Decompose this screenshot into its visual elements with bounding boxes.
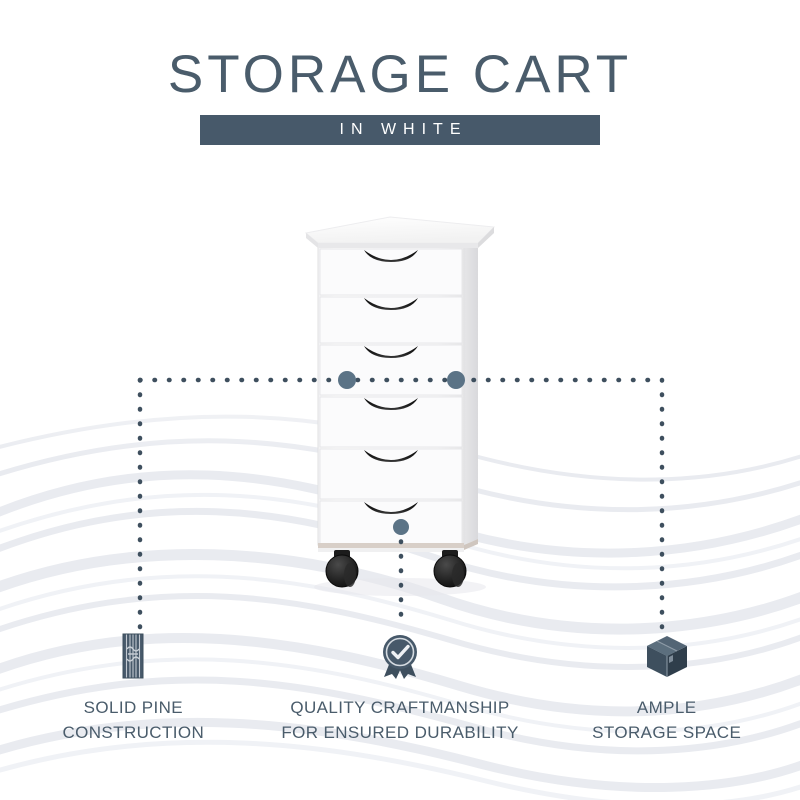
storage-cart-illustration [304, 216, 496, 596]
subtitle-banner: IN WHITE [200, 115, 600, 145]
feature-label: AMPLE STORAGE SPACE [592, 698, 742, 742]
wood-plank-icon [118, 632, 148, 680]
feature-item-quality-craftmanship: QUALITY CRAFTMANSHIP FOR ENSURED DURABIL… [267, 632, 534, 745]
page-title: STORAGE CART [167, 45, 633, 104]
subtitle-text: IN WHITE [339, 121, 468, 138]
feature-label: QUALITY CRAFTMANSHIP FOR ENSURED DURABIL… [281, 698, 519, 742]
caster-wheels [325, 550, 467, 588]
storage-box-icon [643, 632, 691, 680]
feature-list: SOLID PINE CONSTRUCTION QUALITY CRAFTMAN… [0, 632, 800, 745]
product-image [292, 205, 508, 605]
feature-label: SOLID PINE CONSTRUCTION [62, 698, 205, 742]
header: STORAGE CART IN WHITE [0, 48, 800, 145]
drawer-stack [319, 248, 463, 546]
feature-item-solid-pine: SOLID PINE CONSTRUCTION [0, 632, 267, 745]
feature-item-ample-storage: AMPLE STORAGE SPACE [533, 632, 800, 745]
quality-badge-icon [377, 632, 423, 680]
